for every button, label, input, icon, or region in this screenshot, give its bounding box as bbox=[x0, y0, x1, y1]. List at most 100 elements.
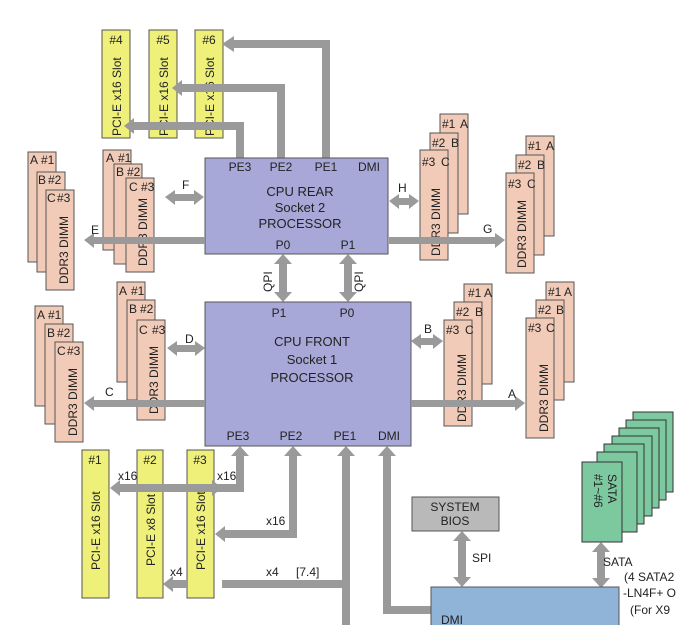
sata-line1: SATA bbox=[605, 474, 619, 504]
top-pcie-buses bbox=[124, 36, 330, 158]
dimm-b-label: DDR3 DIMM bbox=[455, 354, 469, 422]
channel-d-label: D bbox=[185, 332, 194, 346]
dimm-a-tab-n2: #2 bbox=[538, 303, 552, 317]
cpu-rear-pe1: PE1 bbox=[315, 160, 338, 174]
cpu-front-socket: Socket 1 bbox=[287, 352, 338, 367]
qpi-links: QPI QPI bbox=[261, 254, 366, 302]
dimm-b-tab-n1: #1 bbox=[468, 286, 482, 300]
dimm-h-tab-n1: #1 bbox=[442, 117, 456, 131]
dimm-a-tab-n3: #3 bbox=[528, 321, 542, 335]
dimm-stack-f: A #1 B #2 C #3 DDR3 DIMM bbox=[102, 149, 155, 273]
dimm-f-tab-a: A bbox=[106, 151, 114, 165]
dimm-g-tab-c: C bbox=[527, 177, 536, 191]
dimm-e-tab-n3: #3 bbox=[57, 191, 71, 205]
dimm-e-tab-a: A bbox=[30, 153, 38, 167]
channel-a-label: A bbox=[508, 387, 516, 401]
pch-dmi-label: DMI bbox=[441, 613, 463, 625]
sata-note-3: (For X9 bbox=[630, 603, 670, 617]
slot-6-number: #6 bbox=[202, 33, 216, 47]
dimm-e-tab-b: B bbox=[38, 173, 46, 187]
slot-1-number: #1 bbox=[88, 453, 102, 467]
dimm-a-tab-a: A bbox=[564, 285, 572, 299]
link-x16-slot1: x16 bbox=[118, 469, 138, 483]
dimm-h-tab-n3: #3 bbox=[422, 155, 436, 169]
pcie-slot-2: #2 PCI-E x8 Slot bbox=[136, 449, 164, 599]
dimm-stack-c: A #1 B #2 C #3 DDR3 DIMM bbox=[34, 305, 84, 443]
dimm-g-tab-a: A bbox=[546, 139, 554, 153]
dimm-d-tab-a: A bbox=[119, 284, 127, 298]
channel-g-label: G bbox=[483, 222, 492, 236]
channel-h-label: H bbox=[398, 181, 407, 195]
cpu-front-processor: PROCESSOR bbox=[270, 370, 353, 385]
dimm-a-tab-b: B bbox=[556, 303, 564, 317]
dimm-d-tab-n2: #2 bbox=[140, 302, 154, 316]
dimm-h-tab-n2: #2 bbox=[432, 136, 446, 150]
slot-4-number: #4 bbox=[109, 33, 123, 47]
pcie-slot-3: #3 PCI-E x16 Slot bbox=[186, 449, 215, 599]
slot-4-label: PCI-E x16 Slot bbox=[110, 57, 124, 136]
bottom-pcie-buses: x16 x16 x16 x4 x4 [7.4] bbox=[110, 446, 431, 625]
dimm-g-tab-n1: #1 bbox=[528, 139, 542, 153]
pcie-slot-4: #4 PCI-E x16 Slot bbox=[101, 29, 131, 139]
slot-5-label: PCI-E x16 Slot bbox=[157, 57, 171, 136]
slot-3-number: #3 bbox=[193, 453, 207, 467]
dimm-stack-e: A #1 B #2 C #3 DDR3 DIMM bbox=[27, 151, 75, 291]
dimm-e-tab-n2: #2 bbox=[48, 173, 62, 187]
dimm-stack-g: #1 A #2 B #3 C DDR3 DIMM bbox=[505, 135, 555, 274]
dimm-h-tab-a: A bbox=[460, 117, 468, 131]
dimm-g-tab-n2: #2 bbox=[518, 158, 532, 172]
dimm-c-tab-n2: #2 bbox=[57, 326, 71, 340]
dimm-h-label: DDR3 DIMM bbox=[429, 188, 443, 256]
cpu-rear: PE3 PE2 PE1 DMI CPU REAR Socket 2 PROCES… bbox=[204, 157, 389, 255]
cpu-front-pe2: PE2 bbox=[280, 429, 303, 443]
link-x16-pe2: x16 bbox=[266, 514, 286, 528]
cpu-rear-pe3: PE3 bbox=[229, 160, 252, 174]
cpu-front-p0: P0 bbox=[340, 306, 355, 320]
dimm-g-tab-n3: #3 bbox=[508, 177, 522, 191]
spi-label: SPI bbox=[472, 551, 491, 565]
pcie-slot-5: #5 PCI-E x16 Slot bbox=[148, 29, 178, 139]
cpu-front-p1: P1 bbox=[272, 306, 287, 320]
qpi-label-left: QPI bbox=[261, 271, 275, 292]
dimm-h-tab-b: B bbox=[451, 136, 459, 150]
bios-line1: SYSTEM bbox=[430, 500, 479, 514]
cpu-rear-pe2: PE2 bbox=[270, 160, 293, 174]
spi-link: SPI bbox=[453, 531, 491, 587]
dimm-a-tab-n1: #1 bbox=[548, 285, 562, 299]
dimm-g-label: DDR3 DIMM bbox=[515, 200, 529, 268]
dimm-e-tab-n1: #1 bbox=[41, 153, 55, 167]
link-ref: [7.4] bbox=[296, 565, 319, 579]
dimm-d-label: DDR3 DIMM bbox=[147, 346, 161, 414]
channel-e-label: E bbox=[91, 223, 99, 237]
channel-f-label: F bbox=[182, 178, 189, 192]
system-bios: SYSTEM BIOS bbox=[411, 496, 500, 532]
slot-5-number: #5 bbox=[156, 33, 170, 47]
bios-line2: BIOS bbox=[441, 514, 470, 528]
pcie-slot-1: #1 PCI-E x16 Slot bbox=[81, 449, 110, 599]
dimm-b-tab-c: C bbox=[465, 323, 474, 337]
cpu-rear-processor: PROCESSOR bbox=[258, 216, 341, 231]
cpu-rear-title: CPU REAR bbox=[266, 184, 333, 199]
slot-2-number: #2 bbox=[143, 453, 157, 467]
cpu-rear-dmi: DMI bbox=[358, 160, 380, 174]
dimm-c-label: DDR3 DIMM bbox=[66, 368, 80, 436]
cpu-rear-p1: P1 bbox=[341, 238, 356, 252]
cpu-front: P1 P0 CPU FRONT Socket 1 PROCESSOR PE3 P… bbox=[204, 301, 412, 447]
sata-note-1: (4 SATA2 bbox=[624, 570, 675, 584]
dimm-f-tab-b: B bbox=[116, 165, 124, 179]
cpu-front-pe3: PE3 bbox=[227, 429, 250, 443]
link-x16-slot3: x16 bbox=[217, 469, 237, 483]
dimm-c-tab-n3: #3 bbox=[67, 344, 81, 358]
cpu-front-pe1: PE1 bbox=[334, 429, 357, 443]
dimm-g-tab-b: B bbox=[537, 158, 545, 172]
channel-c-label: C bbox=[105, 385, 114, 399]
dimm-f-tab-n3: #3 bbox=[141, 180, 155, 194]
cpu-front-dmi: DMI bbox=[378, 429, 400, 443]
dimm-d-tab-c: C bbox=[139, 323, 148, 337]
channel-b-label: B bbox=[424, 322, 432, 336]
dimm-stack-d: A #1 B #2 C #3 DDR3 DIMM bbox=[116, 281, 166, 421]
cpu-front-title: CPU FRONT bbox=[274, 334, 350, 349]
dimm-c-tab-c: C bbox=[57, 344, 66, 358]
dimm-a-label: DDR3 DIMM bbox=[537, 364, 551, 432]
